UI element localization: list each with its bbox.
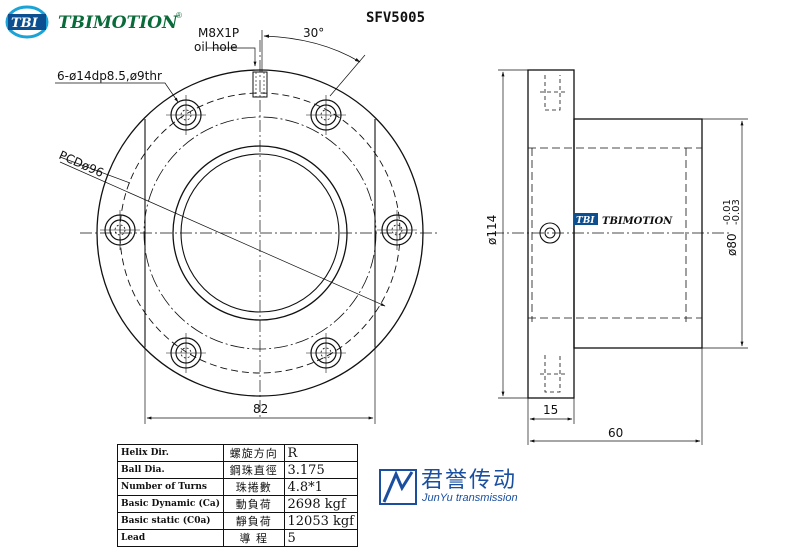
angle-label: 30° (303, 26, 324, 40)
bore-inner (180, 153, 340, 313)
flange-profile (527, 69, 575, 399)
spec-value: R (283, 444, 358, 462)
body-tol-upper: -0.01 (722, 199, 733, 225)
spec-label-cn: 珠捲數 (223, 478, 285, 496)
side-brand: TBIMOTION (602, 216, 673, 227)
logo-ring-icon (5, 5, 49, 39)
flange-outline (96, 69, 424, 397)
body-dia-label: ø80 (725, 233, 739, 256)
flange-thickness-label: 15 (543, 403, 558, 417)
junyu-logo-icon (379, 469, 417, 505)
width-dimension: 82 (253, 402, 268, 416)
front-view (55, 30, 440, 424)
oil-hole-label: oil hole (194, 40, 238, 54)
model-number: SFV5005 (366, 10, 425, 26)
spec-value: 4.8*1 (283, 478, 358, 496)
spec-label-en: Number of Turns (116, 478, 225, 496)
brand-name: TBIMOTION (58, 13, 179, 33)
spec-label-cn: 螺旋方向 (223, 444, 285, 462)
body-profile (573, 118, 703, 349)
watermark-en: JunYu transmission (422, 492, 518, 504)
body-tol-lower: -0.03 (731, 199, 742, 225)
side-view (492, 69, 748, 445)
spec-label-en: Ball Dia. (116, 461, 225, 479)
watermark-cn: 君誉传动 (421, 468, 518, 493)
oil-fitting (539, 222, 561, 244)
spec-value: 2698 kgf (283, 495, 358, 513)
oil-hole (252, 71, 268, 98)
spec-label-cn: 導 程 (223, 529, 285, 547)
spec-value: 12053 kgf (283, 512, 358, 530)
pcd-circle (143, 116, 377, 350)
spec-label-en: Helix Dir. (116, 444, 225, 462)
flange-dia-label: ø114 (485, 215, 499, 245)
spec-value: 3.175 (283, 461, 358, 479)
spec-label-en: Basic static (C0a) (116, 512, 225, 530)
spec-label-cn: 動負荷 (223, 495, 285, 513)
spec-value: 5 (283, 529, 358, 547)
registered-mark: ® (176, 11, 182, 20)
side-logo: TBI TBIMOTION (574, 213, 673, 227)
spec-label-cn: 靜負荷 (223, 512, 285, 530)
spec-label-en: Lead (116, 529, 225, 547)
tbi-logo: TBI TBIMOTION ® (5, 5, 182, 39)
junyu-watermark: 君誉传动 JunYu transmission (378, 466, 538, 512)
body-hidden-circle (119, 92, 401, 374)
spec-label-en: Basic Dynamic (Ca) (116, 495, 225, 513)
spec-label-cn: 鋼珠直徑 (223, 461, 285, 479)
bolt-holes (100, 95, 417, 373)
logo-mark: TBI (11, 16, 39, 31)
length-label: 60 (608, 426, 623, 440)
pcd-label: PCDø96 (57, 148, 106, 180)
oil-hole-spec: M8X1P (198, 26, 239, 40)
side-logo-mark: TBI (576, 216, 595, 226)
hole-spec-label: 6-ø14dp8.5,ø9thr (57, 69, 162, 83)
bore-outer (172, 145, 348, 321)
